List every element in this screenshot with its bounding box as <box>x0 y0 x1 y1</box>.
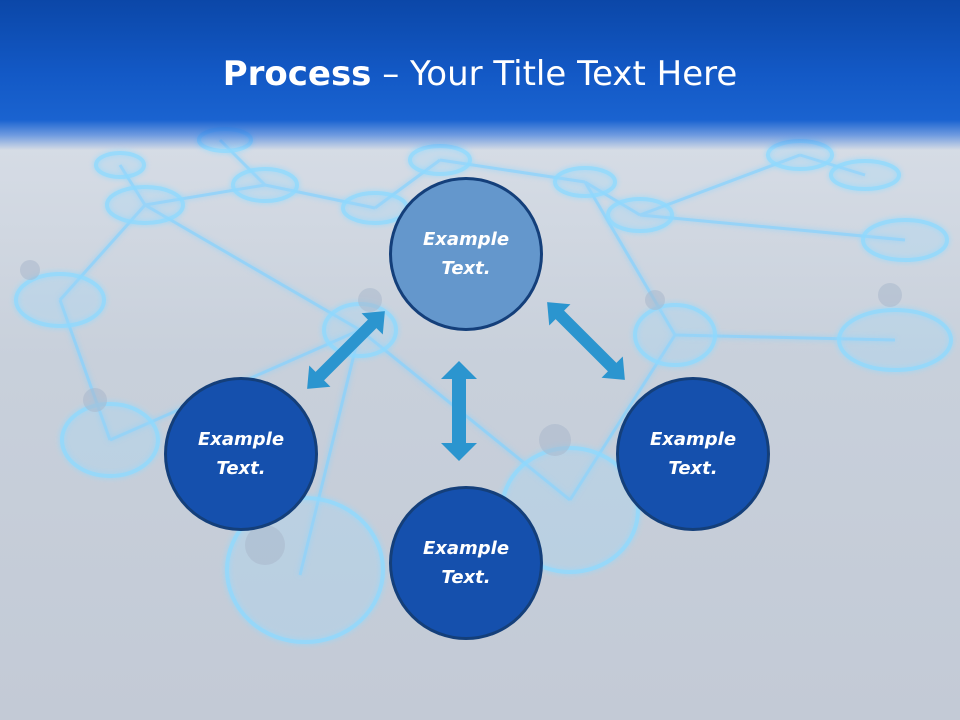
process-circle-top[interactable]: Example Text. <box>389 177 543 331</box>
title-bold: Process <box>222 54 372 94</box>
circle-label: Example Text. <box>649 429 737 479</box>
circle-label: Example Text. <box>422 229 510 279</box>
process-circle-right[interactable]: Example Text. <box>616 377 770 531</box>
circle-label: Example Text. <box>197 429 285 479</box>
slide-title: Process – Your Title Text Here <box>0 52 960 96</box>
process-circle-left[interactable]: Example Text. <box>164 377 318 531</box>
circle-label: Example Text. <box>422 538 510 588</box>
title-bar <box>0 0 960 150</box>
process-circle-bottom[interactable]: Example Text. <box>389 486 543 640</box>
title-rest: – Your Title Text Here <box>371 54 738 94</box>
